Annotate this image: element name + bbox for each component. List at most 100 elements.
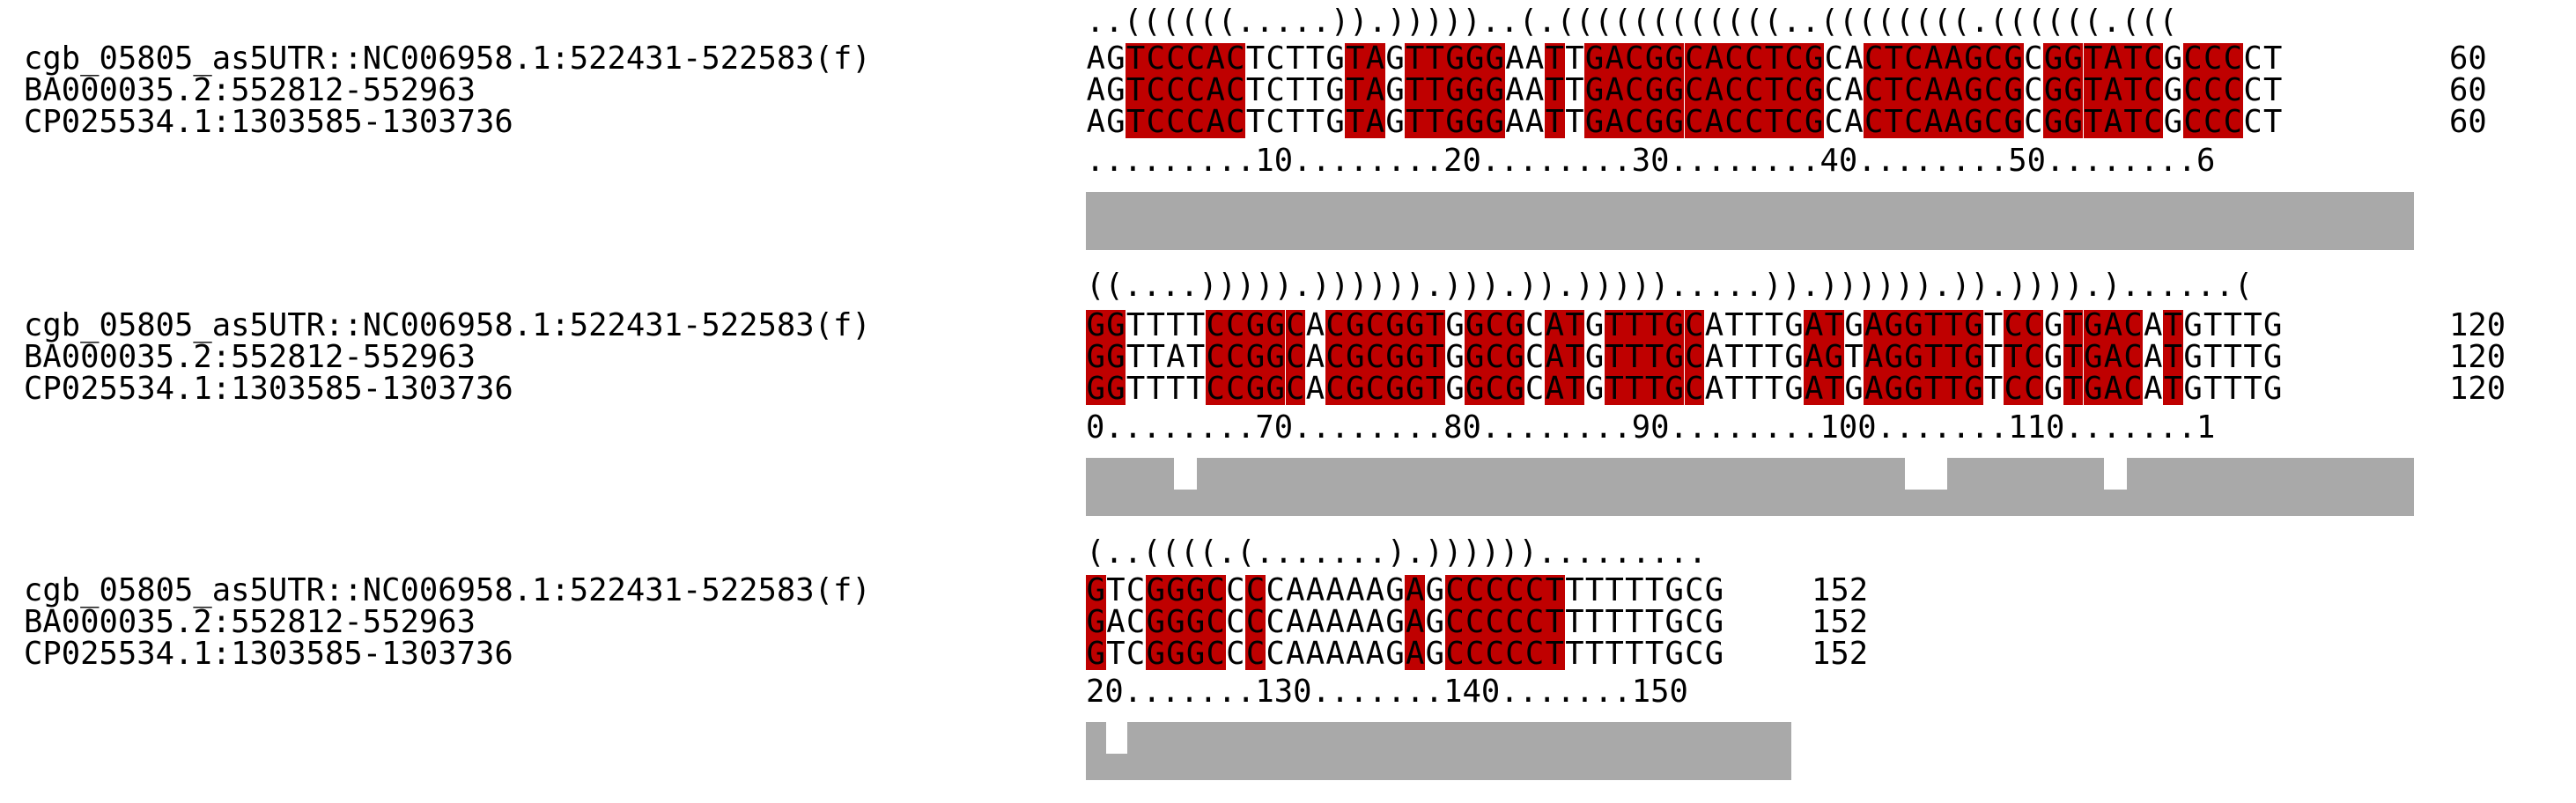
nucleotide: G [2063,72,2084,108]
nucleotide: T [1624,339,1645,375]
nucleotide: T [2203,339,2223,375]
nucleotide: C [1524,604,1545,640]
nucleotide: G [1584,371,1605,407]
nucleotide: G [1664,636,1684,672]
nucleotide: A [1844,104,1864,140]
nucleotide: T [1126,339,1146,375]
nucleotide: G [1824,339,1844,375]
position-2-1: 120 [2449,307,2506,343]
nucleotide: T [1644,572,1664,608]
nucleotide: G [2183,371,2203,407]
seq-name-2-3: CP025534.1:1303585-1303736 [24,371,513,407]
nucleotide: T [1564,307,1585,343]
nucleotide: T [1565,572,1584,608]
seq-name-2-1: cgb_05805_as5UTR::NC006958.1:522431-5225… [24,307,871,343]
nucleotide: C [2122,339,2144,375]
nucleotide: C [1524,371,1545,407]
nucleotide: T [1146,371,1165,407]
nucleotide: T [1286,104,1305,140]
nucleotide: A [1804,339,1825,375]
nucleotide: C [1465,636,1485,672]
structure-line-2: ((....))))).)))))).))).)).))))).....)).)… [1086,268,2254,304]
nucleotide: C [1983,104,2004,140]
nucleotide: G [1963,307,1984,343]
nucleotide: G [1903,371,1924,407]
nucleotide: T [2262,72,2283,108]
nucleotide: G [1445,307,1465,343]
nucleotide: G [1584,41,1605,77]
nucleotide: T [2063,371,2084,407]
nucleotide: A [1365,72,1385,108]
nucleotide: T [1644,339,1664,375]
nucleotide: T [1146,307,1165,343]
nucleotide: T [1345,41,1366,77]
nucleotide: G [1784,371,1804,407]
nucleotide: A [1704,339,1724,375]
nucleotide: C [1684,371,1705,407]
nucleotide: T [1425,104,1445,140]
nucleotide: G [1105,371,1126,407]
nucleotide: T [1764,41,1784,77]
nucleotide: C [1165,104,1186,140]
nucleotide: G [1465,41,1485,77]
nucleotide: T [1625,572,1644,608]
nucleotide: G [1784,307,1804,343]
nucleotide: T [1185,307,1206,343]
conservation-bar-3 [1086,722,1791,780]
nucleotide: A [1943,41,1964,77]
nucleotide: G [1405,371,1426,407]
nucleotide: C [1524,636,1545,672]
nucleotide: C [2024,41,2043,77]
nucleotide: G [2043,307,2063,343]
nucleotide: G [1105,339,1126,375]
nucleotide: C [2122,371,2144,407]
nucleotide: C [2003,307,2024,343]
nucleotide: T [1884,72,1904,108]
nucleotide: C [2143,72,2164,108]
nucleotide: C [1864,72,1884,108]
nucleotide: T [1604,339,1625,375]
nucleotide: G [1384,371,1406,407]
nucleotide: A [1604,41,1625,77]
nucleotide: T [2243,371,2262,407]
nucleotide: A [1864,307,1884,343]
nucleotide: C [1145,104,1166,140]
nucleotide: A [1325,604,1345,640]
nucleotide: C [2003,371,2024,407]
nucleotide: A [1305,572,1325,608]
nucleotide: T [1824,307,1844,343]
nucleotide: T [1943,307,1964,343]
nucleotide: G [1385,72,1405,108]
nucleotide: T [1884,104,1904,140]
nucleotide: G [1465,72,1485,108]
nucleotide: C [1226,604,1245,640]
nucleotide: A [1844,41,1864,77]
nucleotide: G [2003,72,2024,108]
nucleotide: A [1086,41,1105,77]
nucleotide: A [2103,307,2123,343]
nucleotide: C [1684,72,1705,108]
nucleotide: G [1664,307,1685,343]
nucleotide: G [1644,104,1664,140]
nucleotide: A [1704,72,1724,108]
nucleotide: C [1864,104,1884,140]
nucleotide: C [1903,72,1924,108]
nucleotide: A [1286,636,1305,672]
nucleotide: C [1226,572,1245,608]
nucleotide: T [2122,104,2144,140]
nucleotide: C [1205,307,1226,343]
nucleotide: A [1365,636,1385,672]
nucleotide: G [1145,636,1166,672]
nucleotide: A [1923,104,1944,140]
nucleotide: C [1165,72,1186,108]
nucleotide: G [1086,604,1106,640]
nucleotide: T [1764,371,1784,407]
nucleotide: C [1185,72,1206,108]
nucleotide: T [2083,41,2104,77]
nucleotide: G [2043,41,2063,77]
nucleotide: C [1504,604,1525,640]
nucleotide: G [1145,604,1166,640]
nucleotide: A [1505,72,1524,108]
nucleotide: A [1804,371,1825,407]
nucleotide: A [2103,41,2123,77]
